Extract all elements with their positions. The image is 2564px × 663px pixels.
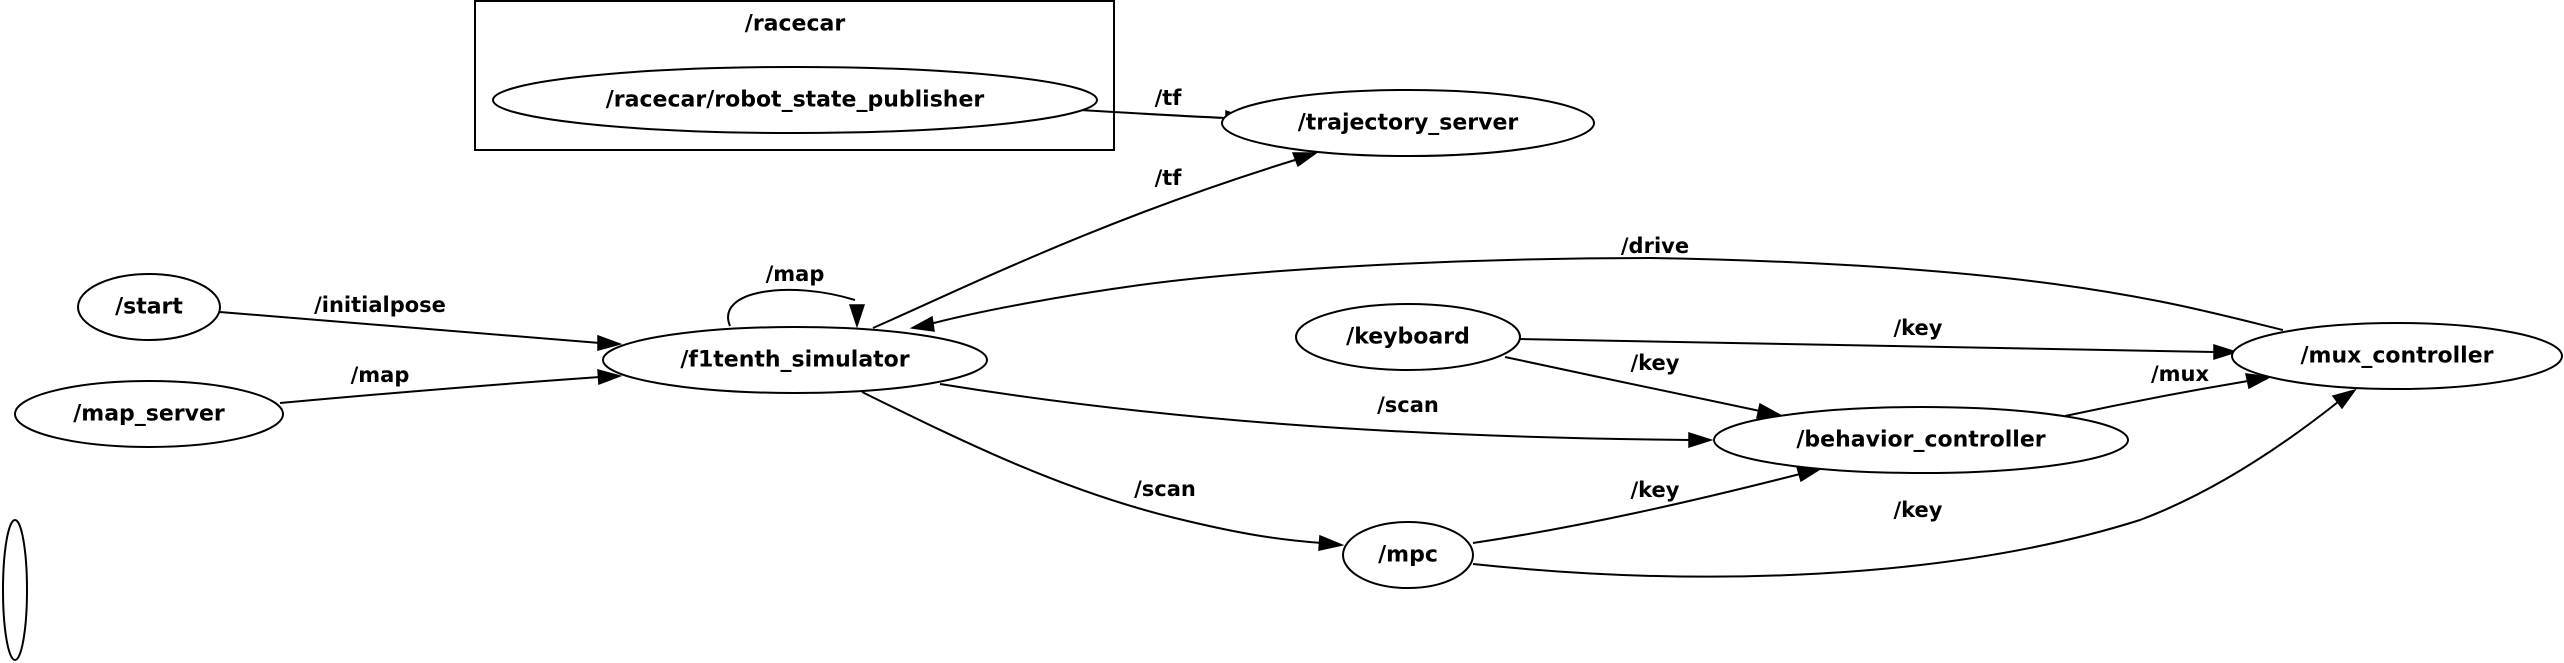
edge-arrowhead [2213,343,2239,361]
edge-path [872,159,1296,329]
node-ellipse [1713,406,2129,474]
edge-initialpose[interactable]: /initialpose [219,293,623,351]
node-ellipse [492,66,1098,134]
edge-path [861,391,1323,544]
node-trajectory-server[interactable]: /trajectory_server [1221,89,1595,157]
edge-path [219,311,601,344]
edge-scan-simulator-to-behavior[interactable]: /scan [939,383,1714,449]
edge-label: /map [351,363,410,387]
edge-path [2064,380,2249,417]
edge-label: /key [1893,498,1942,522]
node-label: /map_server [73,402,225,427]
edge-arrowhead [597,334,623,351]
node-robot-state-publisher[interactable]: /racecar/robot_state_publisher [492,66,1098,134]
edge-label: /scan [1134,477,1196,501]
edge-map-server-to-simulator[interactable]: /map [279,363,623,404]
edge-arrowhead [597,368,623,386]
node-keyboard[interactable]: /keyboard [1295,303,1521,371]
node-ellipse [1221,89,1595,157]
edge-key-mpc-to-behavior[interactable]: /key [1472,466,1823,544]
node-ellipse [1295,303,1521,371]
node-ellipse [2231,322,2563,390]
node-ellipse [77,273,221,341]
node-label: /mpc [1378,543,1438,568]
edge-key-mpc-to-mux[interactable]: /key [1472,388,2357,578]
edge-label: /tf [1155,166,1183,190]
node-ellipse [1342,521,1474,589]
edge-arrowhead [2245,373,2273,390]
edge-label: /map [766,262,825,286]
edge-label: /key [1893,316,1942,340]
edge-path [929,256,2284,331]
node-start[interactable]: /start [77,273,221,341]
node-label: /trajectory_server [1298,111,1519,136]
edge-arrowhead [1756,402,1783,419]
edge-path [1519,338,2216,353]
node-unlabeled[interactable] [2,519,28,661]
edge-path [939,383,1691,441]
node-label: /start [115,295,183,320]
edge-path [279,376,601,404]
edge-label: /mux [2151,362,2210,386]
edge-arrowhead [1688,431,1714,449]
cluster-racecar-label: /racecar [745,12,846,37]
edge-path [1472,401,2339,578]
edge-path [1472,473,1801,544]
edge-key-keyboard-to-mux[interactable]: /key [1519,316,2239,361]
node-ellipse [14,380,284,448]
edge-arrowhead [1318,534,1345,551]
edge-map-self-loop[interactable]: /map [727,262,866,329]
edge-drive[interactable]: /drive [909,234,2284,332]
edge-path [1504,356,1761,412]
node-ellipse [602,326,988,394]
edge-arrowhead [1291,152,1319,168]
node-label: /racecar/robot_state_publisher [606,88,985,113]
node-behavior-controller[interactable]: /behavior_controller [1713,406,2129,474]
edge-label: /tf [1155,86,1183,110]
node-mpc[interactable]: /mpc [1342,521,1474,589]
node-mux-controller[interactable]: /mux_controller [2231,322,2563,390]
edge-label: /initialpose [314,293,446,317]
edge-key-keyboard-to-behavior[interactable]: /key [1504,351,1783,419]
edge-arrowhead [848,304,866,329]
node-label: /keyboard [1346,325,1470,350]
edge-scan-simulator-to-mpc[interactable]: /scan [861,391,1345,551]
edge-tf-simulator-to-trajectory[interactable]: /tf [872,152,1319,329]
node-label: /mux_controller [2301,344,2494,369]
node-map-server[interactable]: /map_server [14,380,284,448]
node-label: /behavior_controller [1796,428,2045,453]
edge-arrowhead [2331,388,2357,410]
node-ellipse [2,519,28,661]
edge-label: /key [1630,351,1679,375]
edge-path [1079,109,1227,119]
edge-path [727,288,856,327]
edge-label: /scan [1377,393,1439,417]
edge-label: /key [1630,478,1679,502]
edge-arrowhead [909,315,935,332]
node-f1tenth-simulator[interactable]: /f1tenth_simulator [602,326,988,394]
edge-label: /drive [1621,234,1689,258]
edge-mux[interactable]: /mux [2064,362,2273,417]
node-label: /f1tenth_simulator [680,348,909,373]
